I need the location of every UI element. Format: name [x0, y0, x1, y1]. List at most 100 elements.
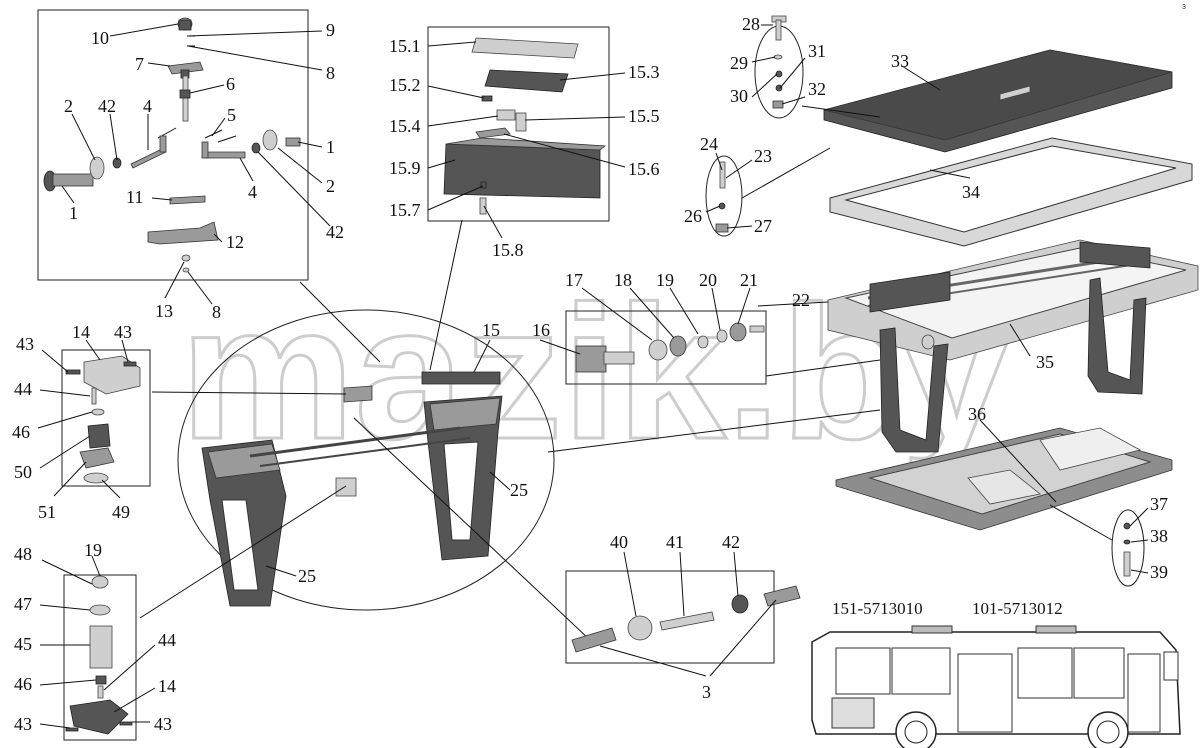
callout-17: 17: [565, 270, 583, 290]
callout-1: 1: [326, 137, 335, 157]
box-shaft-parts: 40 41 42 3: [565, 532, 801, 702]
callout-35: 35: [1036, 352, 1054, 372]
group-tray-fasteners: 37 38 39: [1049, 494, 1168, 587]
callout-22: 22: [792, 290, 810, 310]
callout-21: 21: [740, 270, 758, 290]
callout-42: 42: [326, 222, 344, 242]
leader-lines-15: [427, 41, 626, 239]
callout-31: 31: [808, 41, 826, 61]
callout-46: 46: [14, 674, 32, 694]
callout-6: 6: [226, 74, 235, 94]
detail-frame-handle: [61, 349, 151, 487]
bus-code-left: 151-5713010: [832, 599, 923, 618]
group-tray: 36: [835, 404, 1173, 531]
detail-frame-hinge: [37, 9, 309, 281]
assembly-oval: [177, 309, 555, 611]
callout-15-5: 15.5: [628, 106, 660, 126]
callout-32: 32: [808, 79, 826, 99]
box-hinge-parts: 10 9 8 7 6 2 42 4 5 1 2 1 4 42 11 12 13 …: [37, 9, 344, 322]
callout-43: 43: [14, 714, 32, 734]
part-shapes-15: [443, 37, 607, 215]
callout-41: 41: [666, 532, 684, 552]
callout-28: 28: [742, 14, 760, 34]
box-handle-parts: 43 14 43 44 46 50 51 49: [12, 322, 151, 522]
callout-36: 36: [968, 404, 986, 424]
callout-30: 30: [730, 86, 748, 106]
box-item-15-parts: 15.1 15.3 15.2 15.4 15.5 15.9 15.6 15.7 …: [389, 26, 660, 260]
callout-46: 46: [12, 422, 30, 442]
callouts-hinge: 10 9 8 7 6 2 42 4 5 1 2 1 4 42 11 12 13 …: [64, 20, 344, 322]
callout-12: 12: [226, 232, 244, 252]
callout-13: 13: [155, 301, 173, 321]
callout-15: 15: [482, 320, 500, 340]
callout-26: 26: [684, 206, 702, 226]
callout-37: 37: [1150, 494, 1168, 514]
callout-19: 19: [656, 270, 674, 290]
callout-10: 10: [91, 28, 109, 48]
callout-3: 3: [702, 682, 711, 702]
callout-45: 45: [14, 634, 32, 654]
callout-15-7: 15.7: [389, 200, 421, 220]
bus-code-right: 101-5713012: [972, 599, 1063, 618]
callout-43: 43: [154, 714, 172, 734]
part-shapes-hinge: [43, 17, 301, 273]
fastener-oval-side: [705, 155, 743, 237]
callout-40: 40: [610, 532, 628, 552]
callout-24: 24: [700, 134, 718, 154]
callout-42: 42: [722, 532, 740, 552]
callouts-15: 15.1 15.3 15.2 15.4 15.5 15.9 15.6 15.7 …: [389, 36, 660, 260]
callout-4: 4: [143, 96, 152, 116]
callout-4: 4: [248, 182, 257, 202]
callout-15-9: 15.9: [389, 158, 421, 178]
callout-51: 51: [38, 502, 56, 522]
box-bolt-parts: 17 18 19 20 21 22 15 16: [469, 270, 881, 385]
callout-25: 25: [510, 480, 528, 500]
leader-lines-hinge: [61, 23, 331, 305]
bus-outline: 151-5713010 101-5713012: [811, 599, 1181, 748]
callout-29: 29: [730, 53, 748, 73]
callout-9: 9: [326, 20, 335, 40]
callout-49: 49: [112, 502, 130, 522]
callout-39: 39: [1150, 562, 1168, 582]
group-hatch-frame: 35: [827, 239, 1199, 453]
callout-18: 18: [614, 270, 632, 290]
callout-15-4: 15.4: [389, 116, 421, 136]
callout-14: 14: [158, 676, 176, 696]
callout-2: 2: [326, 176, 335, 196]
callout-38: 38: [1150, 526, 1168, 546]
callout-15-2: 15.2: [389, 75, 421, 95]
callout-27: 27: [754, 216, 772, 236]
callout-47: 47: [14, 594, 32, 614]
detail-frame-15: [427, 26, 610, 222]
callout-33: 33: [891, 51, 909, 71]
fastener-oval-tray: [1111, 509, 1145, 587]
group-hatch-lid: 33 34: [801, 49, 1193, 247]
callout-42: 42: [98, 96, 116, 116]
callout-43: 43: [114, 322, 132, 342]
detail-frame-shaft: [565, 570, 775, 664]
callout-44: 44: [14, 379, 32, 399]
callout-15-8: 15.8: [492, 240, 524, 260]
callout-19: 19: [84, 540, 102, 560]
callout-7: 7: [135, 54, 144, 74]
callout-14: 14: [72, 322, 90, 342]
callout-50: 50: [14, 462, 32, 482]
group-hatch-fasteners-top: 28 29 31 30 32: [730, 14, 826, 119]
box-lock-parts: 48 19 47 45 44 46 14 43 43: [14, 540, 176, 741]
corner-mark: 3: [1182, 4, 1186, 11]
callout-2: 2: [64, 96, 73, 116]
detail-frame-bolt: [565, 310, 767, 385]
callout-44: 44: [158, 630, 176, 650]
callout-15-1: 15.1: [389, 36, 421, 56]
callout-15-6: 15.6: [628, 159, 660, 179]
callout-5: 5: [227, 105, 236, 125]
group-hatch-fasteners-side: 24 23 26 27: [684, 134, 831, 237]
callout-8: 8: [326, 63, 335, 83]
callout-20: 20: [699, 270, 717, 290]
callout-1: 1: [69, 203, 78, 223]
callout-16: 16: [532, 320, 550, 340]
callout-8: 8: [212, 302, 221, 322]
callout-15-3: 15.3: [628, 62, 660, 82]
group-central-assembly: 25 25: [139, 219, 881, 641]
